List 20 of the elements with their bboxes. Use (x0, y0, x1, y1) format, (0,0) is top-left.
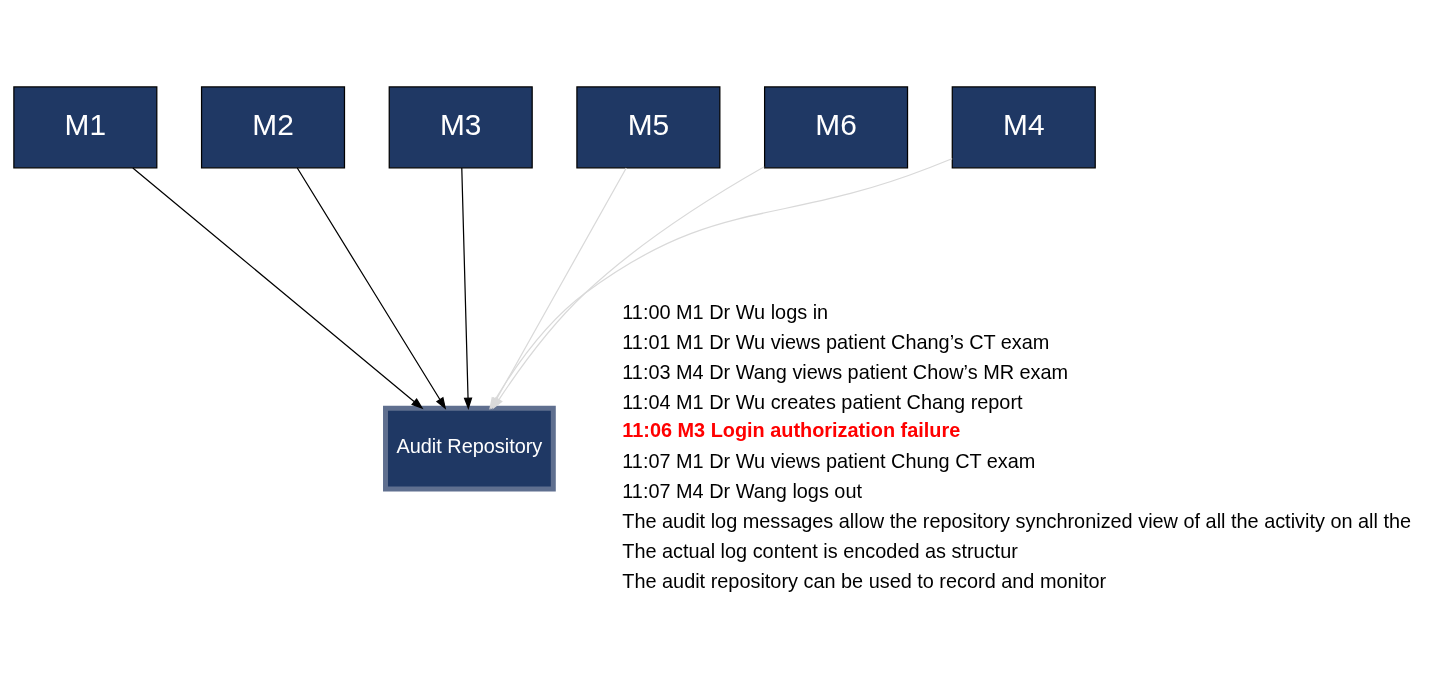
node-box: M5 (576, 86, 721, 169)
label: The actual log content is encoded as structur (622, 539, 1018, 562)
arrow (296, 167, 447, 410)
label: 11:01 M1 Dr Wu views patient Chang’s CT exam (622, 330, 1050, 353)
label: 11:03 M4 Dr Wang views patient Chow’s MR exam (622, 360, 1069, 383)
label: 11:07 M1 Dr Wu views patient Chung CT exam (622, 450, 1036, 473)
label: The audit repository can be used to record and monitor (622, 569, 1107, 592)
label: The audit log messages allow the repository synchronized view of all the activity on all the (622, 509, 1412, 532)
node-box: M6 (764, 86, 909, 169)
label: 11:04 M1 Dr Wu creates patient Chang report (622, 390, 1023, 413)
node-box: Audit Repository (383, 405, 556, 492)
label: 11:00 M1 Dr Wu logs in (622, 301, 829, 324)
node-box: M2 (200, 86, 346, 169)
label: 11:07 M4 Dr Wang logs out (622, 480, 863, 503)
label: 11:06 M3 Login authorization failure (622, 419, 961, 442)
node-box: M1 (13, 86, 158, 169)
arrow (132, 167, 424, 410)
node-box: M4 (951, 86, 1096, 169)
node-box: M3 (388, 86, 533, 169)
arrow (461, 167, 473, 410)
